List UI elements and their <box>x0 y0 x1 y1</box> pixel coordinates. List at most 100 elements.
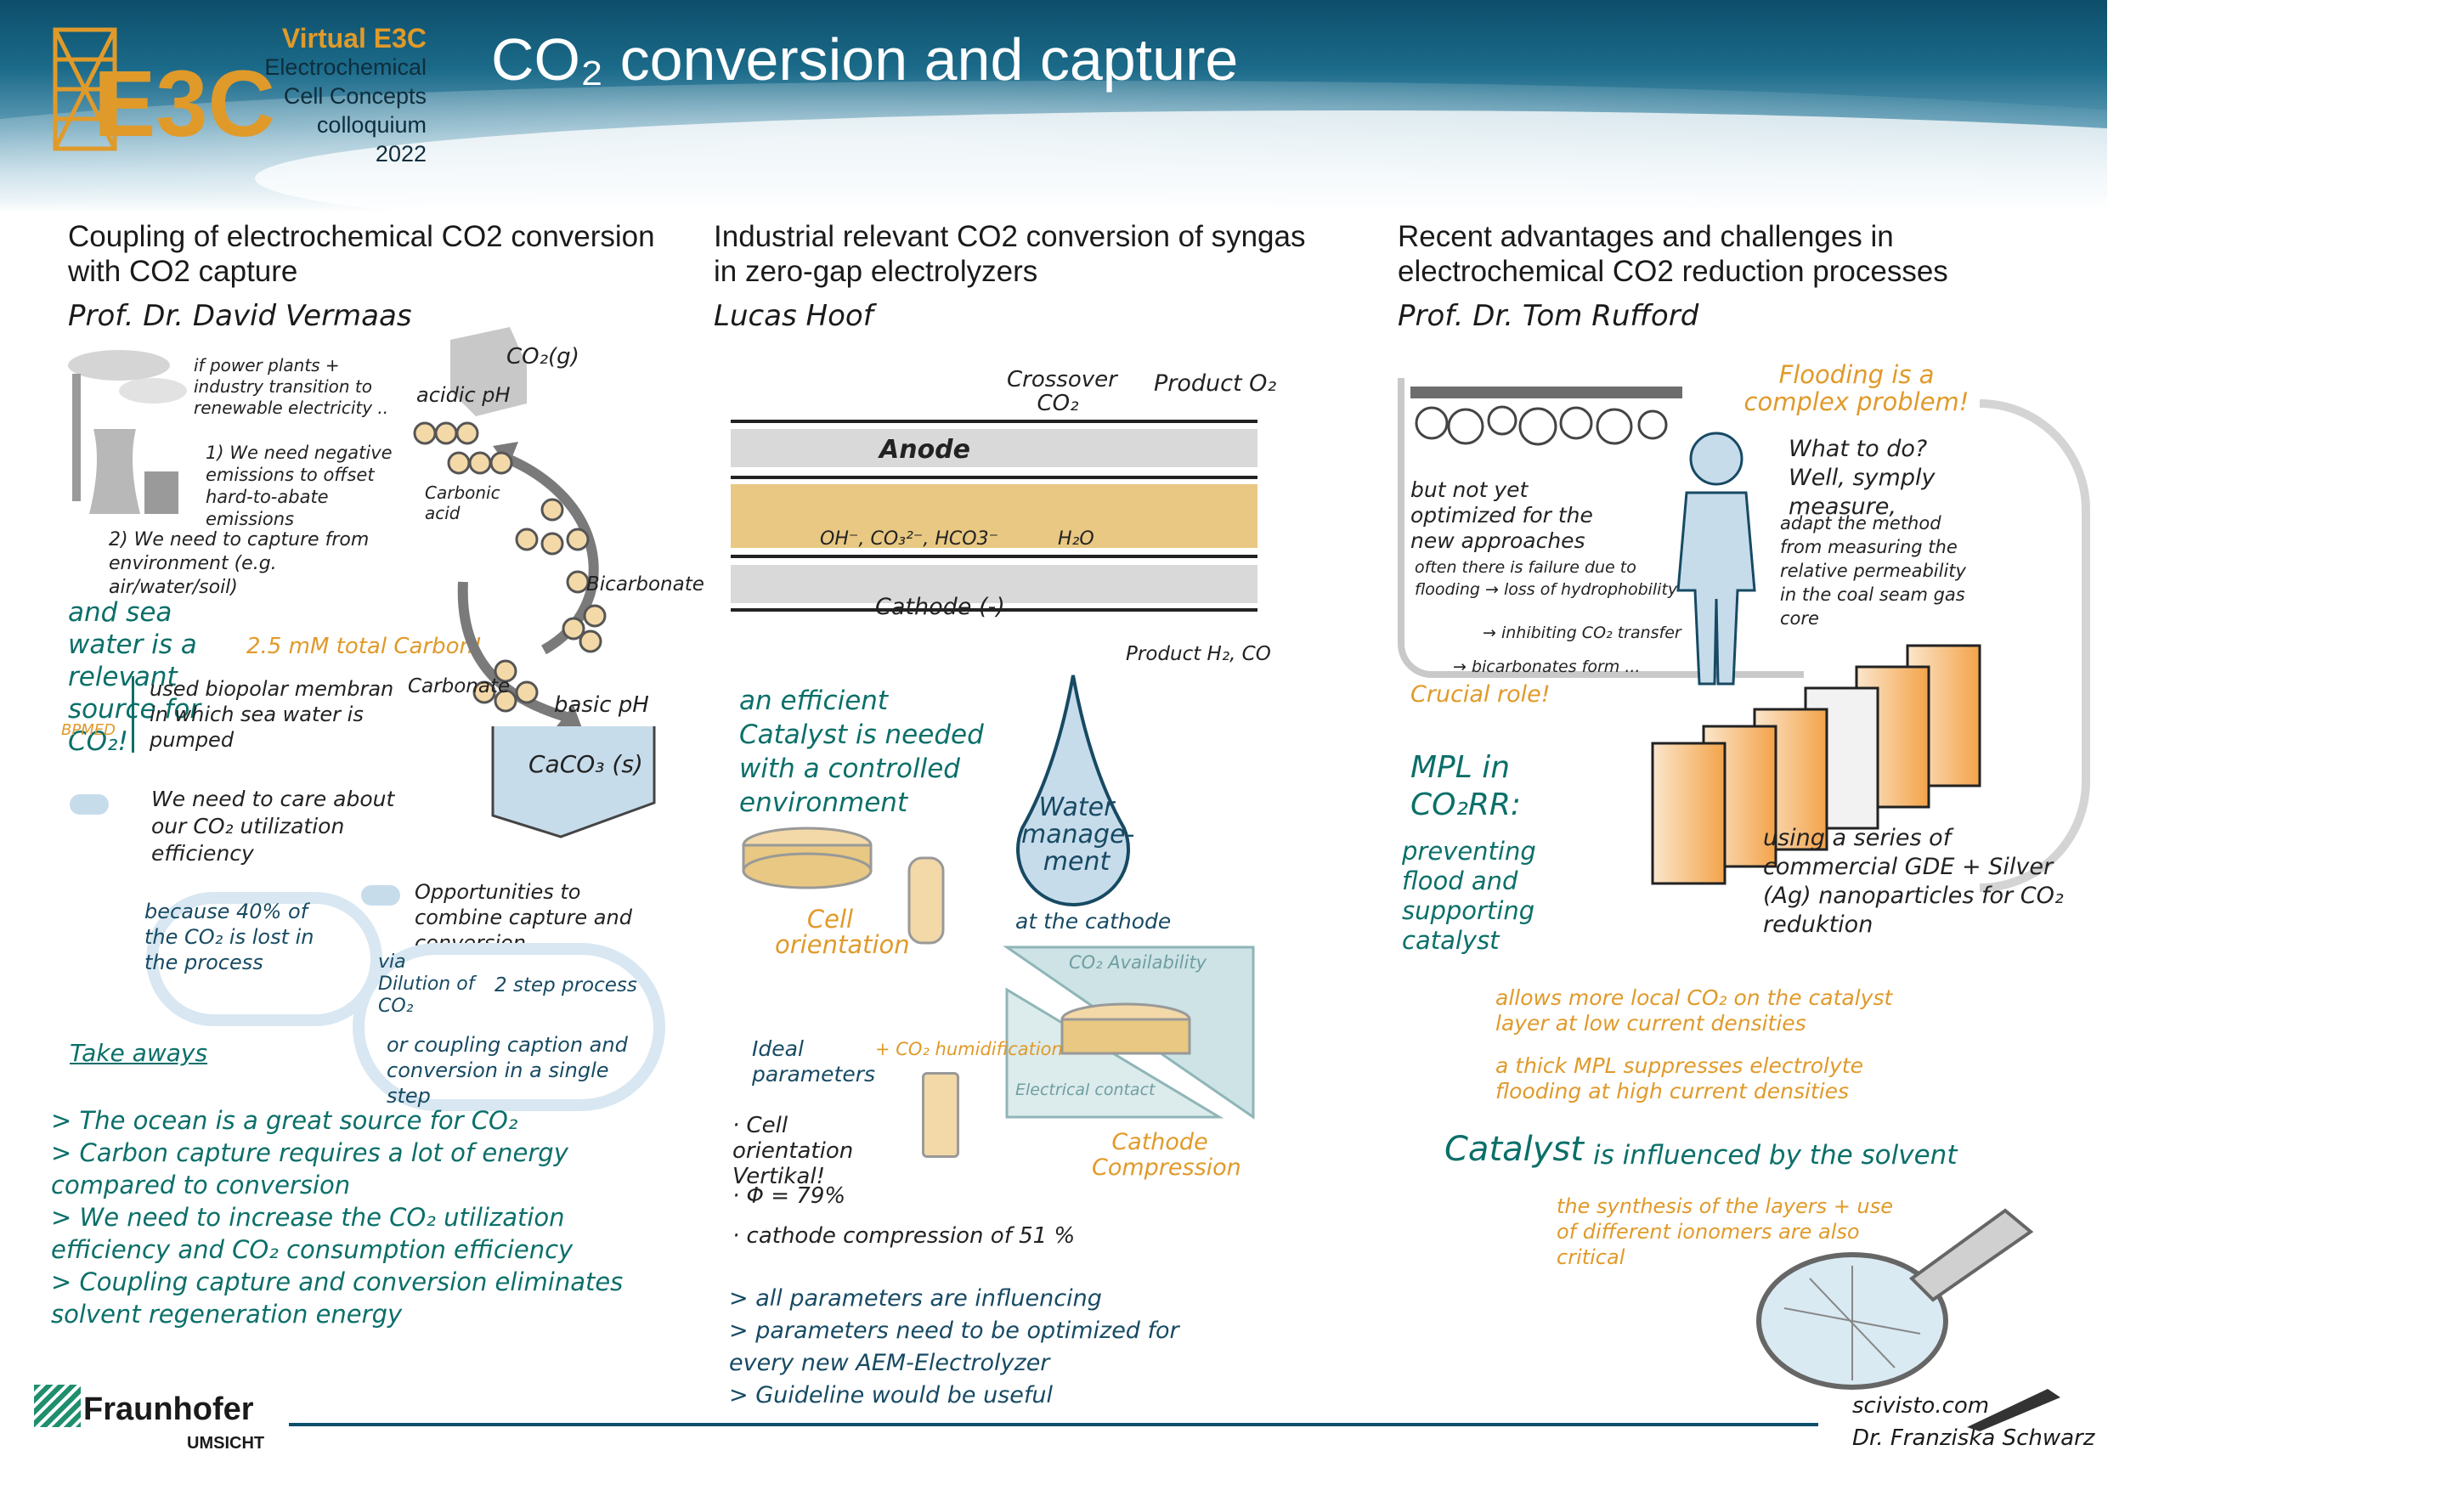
org-name: Fraunhofer <box>83 1391 254 1427</box>
takeaway-item: > We need to increase the CO₂ utilizatio… <box>51 1203 574 1264</box>
conclusion-list: > all parameters are influencing > param… <box>729 1283 1205 1412</box>
label-acidic-ph: acidic pH <box>416 383 511 407</box>
loop-arrow <box>1980 399 2090 892</box>
note-care-efficiency: We need to care about our CO₂ utilizatio… <box>151 787 395 866</box>
conclusion-item: > Guideline would be useful <box>729 1382 1053 1408</box>
svg-text:E3C: E3C <box>93 52 275 156</box>
label-bicarbonate: Bicarbonate <box>586 573 704 595</box>
pen-icon <box>1967 1389 2060 1431</box>
label-at-cathode: at the cathode <box>1015 909 1172 934</box>
label-caco3: CaCO₃ (s) <box>528 750 643 778</box>
e3c-logo: E3C <box>53 27 275 156</box>
note-two-step: 2 step process <box>494 974 637 996</box>
bubbles-illustration <box>1410 387 1682 446</box>
colloquium-label: Virtual E3C Electrochemical Cell Concept… <box>238 24 427 168</box>
label-water-management: Water manage-ment <box>1021 793 1135 877</box>
title-line: with CO2 capture <box>68 255 298 288</box>
flooding-panel <box>1398 378 1804 678</box>
note-synthesis-critical: the synthesis of the layers + use of dif… <box>1557 1194 1893 1269</box>
title-line: Coupling of electrochemical CO2 conversi… <box>68 220 655 253</box>
conclusion-item: > all parameters are influencing <box>729 1285 1102 1312</box>
title-line: Recent advantages and challenges in <box>1398 220 1894 253</box>
label-cathode-compression: Cathode Compression <box>1092 1129 1241 1181</box>
cell-orientation-icon <box>742 827 945 945</box>
note-power-plants: if power plants + industry transition to… <box>194 355 389 418</box>
heading-ideal-parameters: Ideal parameters <box>752 1036 876 1086</box>
title-line: in zero-gap electrolyzers <box>714 255 1038 288</box>
param-cathode-compression: · cathode compression of 51 % <box>732 1223 1076 1249</box>
take-aways-heading: Take aways <box>70 1039 208 1067</box>
note-failure-flooding: often there is failure due to flooding →… <box>1415 558 1678 599</box>
label-ions: OH⁻, CO₃²⁻, HCO3⁻ <box>820 528 999 550</box>
subtitle-line: colloquium <box>316 112 427 138</box>
note-single-step: or coupling caption and conversion in a … <box>387 1033 628 1108</box>
handshake-icon <box>70 794 109 815</box>
subtitle-line: Electrochemical <box>264 54 427 80</box>
note-sea-water: and sea water is a relevant source for C… <box>68 597 201 757</box>
electrolyzer-diagram <box>731 420 1257 612</box>
label-product-h2-co: Product H₂, CO <box>1126 643 1271 665</box>
banner-swoosh-light <box>255 110 2464 246</box>
label-basic-ph: basic pH <box>554 692 649 718</box>
takeaway-item: > The ocean is a great source for CO₂ <box>51 1106 518 1135</box>
takeaway-item: > Carbon capture requires a lot of energ… <box>51 1138 568 1199</box>
site-name: scivisto.com <box>1852 1393 1990 1419</box>
label-co2-gas: CO₂(g) <box>506 344 579 370</box>
note-thick-mpl: a thick MPL suppresses electrolyte flood… <box>1495 1053 1863 1103</box>
subtitle-line: Cell Concepts <box>283 83 427 109</box>
subtitle-line: 2022 <box>375 141 427 166</box>
cathode-compression-icon <box>1003 945 1255 1120</box>
note-not-optimized: but not yet optimized for the new approa… <box>1410 477 1593 553</box>
label-cell-orientation: Cell orientation <box>775 905 910 959</box>
note-flooding-complex: Flooding is a complex problem! <box>1743 360 1970 416</box>
takeaway-item: > Coupling capture and conversion elimin… <box>51 1267 624 1329</box>
note-gde-series: using a series of commercial GDE + Silve… <box>1763 825 2064 938</box>
handshake-icon <box>361 885 400 906</box>
note-bpmed: BPMED <box>61 721 116 739</box>
takeaway-list: > The ocean is a great source for CO₂ > … <box>51 1104 688 1330</box>
power-plant-icon <box>68 350 187 514</box>
brand-name: Virtual E3C <box>281 23 427 54</box>
label-catalyst: Catalyst <box>1444 1130 1584 1169</box>
title-line: electrochemical CO2 reduction processes <box>1398 255 1948 288</box>
note-bicarbonates: → bicarbonates form ... <box>1453 658 1641 676</box>
label-cathode: Cathode (-) <box>875 594 1005 620</box>
page-title: CO₂ conversion and capture <box>491 26 1239 93</box>
label-co2-availability: CO₂ Availability <box>1069 952 1207 973</box>
note-capture-environment: 2) We need to capture from environment (… <box>109 529 370 598</box>
label-carbonate: Carbonate <box>408 675 511 697</box>
param-phi: · Φ = 79% <box>732 1183 846 1209</box>
header-banner: E3C Virtual E3C Electrochemical Cell Con… <box>0 0 2464 246</box>
note-membrane: used biopolar membran in which sea water… <box>132 676 404 753</box>
note-total-carbon: 2.5 mM total Carbon! <box>246 634 483 659</box>
label-anode: Anode <box>879 435 971 465</box>
note-influenced-solvent: is influenced by the solvent <box>1593 1140 1958 1171</box>
magnifier-icon <box>1756 1208 2034 1390</box>
param-cell-orientation: · Cell orientation Vertikal! <box>732 1113 854 1189</box>
heading-mpl-co2rr: MPL in CO₂RR: <box>1410 750 1522 822</box>
org-sub: UMSICHT <box>187 1434 265 1453</box>
note-what-to-do: What to do? Well, symply measure, <box>1789 436 1936 520</box>
note-inhibiting-transfer: → inhibiting CO₂ transfer <box>1483 624 1681 642</box>
note-efficient-catalyst: an efficient Catalyst is needed with a c… <box>739 686 984 818</box>
speaker-name: Prof. Dr. David Vermaas <box>68 299 412 333</box>
title-line: Industrial relevant CO2 conversion of sy… <box>714 220 1306 253</box>
note-preventing-flood: preventing flood and supporting catalyst <box>1402 837 1536 955</box>
label-h2o: H₂O <box>1058 528 1094 550</box>
note-dilution: via Dilution of CO₂ <box>378 951 475 1017</box>
column-3-title: Recent advantages and challenges in elec… <box>1398 219 1948 289</box>
note-lost-co2: because 40% of the CO₂ is lost in the pr… <box>144 900 314 974</box>
label-crossover-co2: Crossover CO₂ <box>1007 367 1117 416</box>
label-product-o2: Product O₂ <box>1154 370 1277 397</box>
gde-series-illustration <box>1651 644 1981 885</box>
artist-name: Dr. Franziska Schwarz <box>1852 1425 2095 1451</box>
water-drop-icon <box>1016 674 1130 906</box>
note-local-co2: allows more local CO₂ on the catalyst la… <box>1495 985 1893 1036</box>
note-crucial-role: Crucial role! <box>1410 681 1551 708</box>
carbon-cycle-diagram <box>413 327 656 838</box>
footer-divider <box>289 1423 1818 1426</box>
speaker-name: Lucas Hoof <box>714 299 873 333</box>
note-humidification: + CO₂ humidification <box>875 1039 1063 1059</box>
speaker-name: Prof. Dr. Tom Rufford <box>1398 299 1699 333</box>
humidifier-icon <box>922 1072 959 1158</box>
